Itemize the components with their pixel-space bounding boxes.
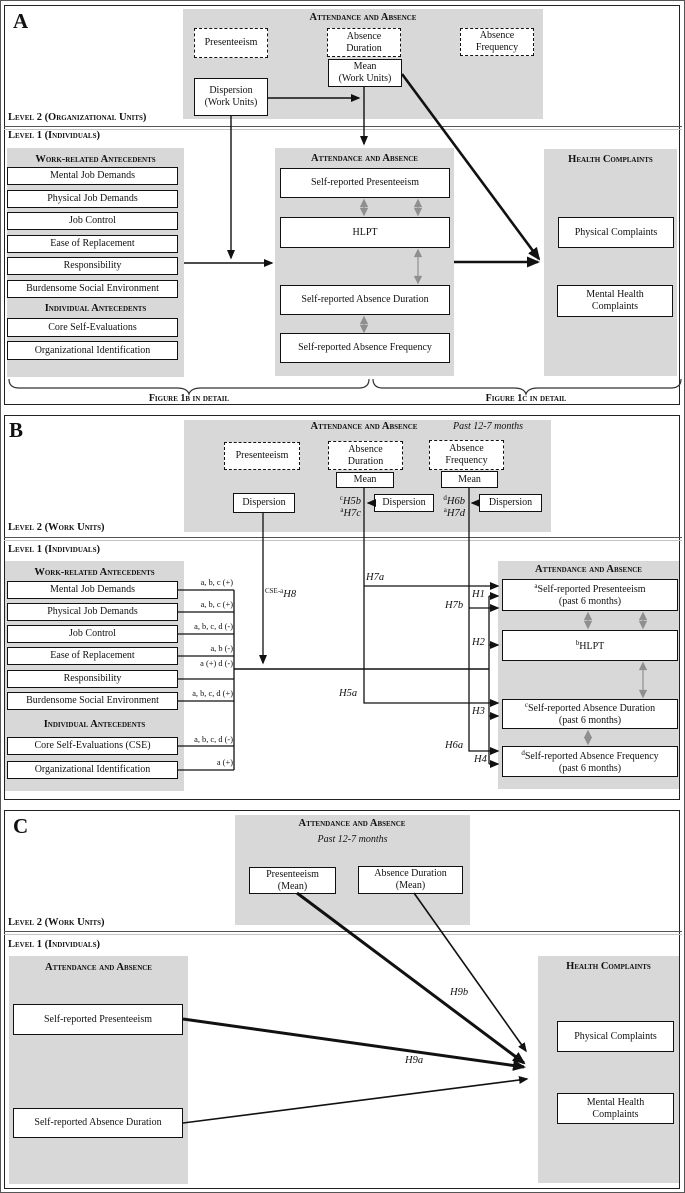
presenteeism-dispersion-box: Dispersion: [233, 493, 295, 513]
path-label-job-control: a, b, c, d (-): [194, 622, 233, 631]
self-reported-presenteeism-box: Self-reported Presenteeism: [280, 168, 450, 198]
self-reported-presenteeism-box-b: aSelf-reported Presenteeism (past 6 mont…: [502, 579, 678, 611]
panel-b-period-label: Past 12-7 months: [453, 421, 523, 432]
h9a-label: H9a: [405, 1055, 424, 1066]
organizational-identification-box: Organizational Identification: [7, 341, 178, 360]
core-self-evaluations-box: Core Self-Evaluations: [7, 318, 178, 337]
self-reported-absence-duration-box: Self-reported Absence Duration: [280, 285, 450, 315]
panel-c-level2-label: Level 2 (Work Units): [8, 917, 105, 928]
panel-a-letter: A: [13, 9, 29, 33]
absence-frequency-construct-box-b: Absence Frequency: [429, 440, 504, 470]
h6a-label: H6a: [445, 740, 464, 751]
panel-c-health-region: [538, 956, 679, 1183]
job-control-box: Job Control: [7, 212, 178, 230]
panel-c-period-label: Past 12-7 months: [317, 834, 388, 845]
duration-mean-box: Mean: [336, 472, 394, 488]
job-control-box-b: Job Control: [7, 625, 178, 643]
h4-label: H4: [474, 754, 487, 765]
duration-dispersion-box: Dispersion: [374, 494, 434, 512]
ease-of-replacement-box-b: Ease of Replacement: [7, 647, 178, 665]
panel-a-level2-label: Level 2 (Organizational Units): [8, 112, 147, 123]
panel-a-health-region: [544, 149, 677, 376]
hlpt-box: HLPT: [280, 217, 450, 248]
figure-1c-caption: Figure 1c in detail: [485, 393, 567, 404]
responsibility-box-b: Responsibility: [7, 670, 178, 688]
panel-c-attendance-region: [9, 956, 188, 1184]
physical-complaints-box-c: Physical Complaints: [557, 1021, 674, 1052]
dispersion-work-units-box: Dispersion (Work Units): [194, 78, 268, 116]
physical-job-demands-box: Physical Job Demands: [7, 190, 178, 208]
path-label-physical: a, b, c (+): [200, 600, 233, 609]
panel-b-individual-antecedents-title: Individual Antecedents: [43, 719, 146, 730]
self-reported-absence-frequency-box: Self-reported Absence Frequency: [280, 333, 450, 363]
physical-complaints-box: Physical Complaints: [558, 217, 674, 248]
h8-label: CSE-aH8: [265, 587, 297, 600]
self-reported-absence-duration-box-b: cSelf-reported Absence Duration (past 6 …: [502, 699, 678, 729]
panel-a-attendance-title: Attendance and Absence: [311, 153, 418, 164]
physical-job-demands-box-b: Physical Job Demands: [7, 603, 178, 621]
absence-duration-construct-box-b: Absence Duration: [328, 441, 403, 470]
path-label-ease: a, b (-): [210, 644, 233, 653]
h7a-label: H7a: [366, 572, 385, 583]
h3-label: H3: [472, 706, 485, 717]
mental-health-complaints-box-c: Mental Health Complaints: [557, 1093, 674, 1124]
burdensome-social-environment-box-b: Burdensome Social Environment: [7, 692, 178, 710]
panel-b-work-antecedents-title: Work-related Antecedents: [34, 567, 155, 578]
hlpt-box-b: bHLPT: [502, 630, 678, 661]
panel-b-level1-label: Level 1 (Individuals): [8, 544, 100, 555]
panel-b-level-divider: [4, 537, 682, 541]
mean-work-units-box: Mean (Work Units): [328, 59, 402, 87]
responsibility-box: Responsibility: [7, 257, 178, 275]
h5a-label: H5a: [339, 688, 358, 699]
h9b-label: H9b: [450, 987, 469, 998]
mental-health-complaints-box: Mental Health Complaints: [557, 285, 673, 317]
panel-a-level-divider: [4, 126, 682, 130]
self-reported-absence-frequency-box-b: dSelf-reported Absence Frequency (past 6…: [502, 746, 678, 777]
self-reported-absence-duration-box-c: Self-reported Absence Duration: [13, 1108, 183, 1138]
panel-c-level-divider: [4, 931, 682, 935]
organizational-identification-box-b: Organizational Identification: [7, 761, 178, 779]
core-self-evaluations-box-b: Core Self-Evaluations (CSE): [7, 737, 178, 755]
presenteeism-mean-box: Presenteeism (Mean): [249, 867, 336, 894]
burdensome-social-environment-box: Burdensome Social Environment: [7, 280, 178, 298]
frequency-mean-box: Mean: [441, 471, 498, 488]
absence-duration-mean-box: Absence Duration (Mean): [358, 866, 463, 894]
panel-a-level1-label: Level 1 (Individuals): [8, 130, 100, 141]
path-label-responsibility: a (+) d (-): [200, 659, 233, 668]
panel-b-letter: B: [9, 418, 24, 442]
panel-c-health-title: Health Complaints: [566, 961, 651, 972]
presenteeism-construct-box-b: Presenteeism: [224, 442, 300, 470]
h7b-label: H7b: [445, 600, 464, 611]
h6b-h7d-label: dH6b aH7d: [443, 494, 465, 520]
self-reported-presenteeism-box-c: Self-reported Presenteeism: [13, 1004, 183, 1035]
panel-a-health-title: Health Complaints: [568, 154, 653, 165]
mental-job-demands-box-b: Mental Job Demands: [7, 581, 178, 599]
presenteeism-construct-box: Presenteeism: [194, 28, 268, 58]
panel-c-level1-label: Level 1 (Individuals): [8, 939, 100, 950]
panel-b-attendance-title: Attendance and Absence: [535, 564, 642, 575]
path-label-burdensome: a, b, c, d (+): [192, 689, 233, 698]
panel-a-unit-region-title: Attendance and Absence: [309, 12, 417, 23]
h2-label: H2: [472, 637, 485, 648]
h1-label: H1: [472, 589, 485, 600]
panel-b-level2-label: Level 2 (Work Units): [8, 522, 105, 533]
path-label-cse: a, b, c, d (-): [194, 735, 233, 744]
panel-b-unit-region-title: Attendance and Absence: [310, 421, 418, 432]
panel-a-individual-antecedents-title: Individual Antecedents: [44, 303, 147, 314]
panel-c-attendance-title: Attendance and Absence: [45, 962, 152, 973]
mental-job-demands-box: Mental Job Demands: [7, 167, 178, 185]
path-label-org-id: a (+): [216, 758, 233, 767]
h5b-h7c-label: cH5b aH7c: [339, 494, 361, 520]
absence-frequency-construct-box: Absence Frequency: [460, 28, 534, 56]
panel-c-unit-region-title: Attendance and Absence: [298, 818, 406, 829]
ease-of-replacement-box: Ease of Replacement: [7, 235, 178, 253]
figure-1b-caption: Figure 1b in detail: [148, 393, 230, 404]
frequency-dispersion-box: Dispersion: [479, 494, 542, 512]
absence-duration-construct-box: Absence Duration: [327, 28, 401, 57]
panel-a-work-antecedents-title: Work-related Antecedents: [35, 154, 156, 165]
path-label-mental: a, b, c (+): [200, 578, 233, 587]
panel-c-letter: C: [13, 814, 29, 838]
